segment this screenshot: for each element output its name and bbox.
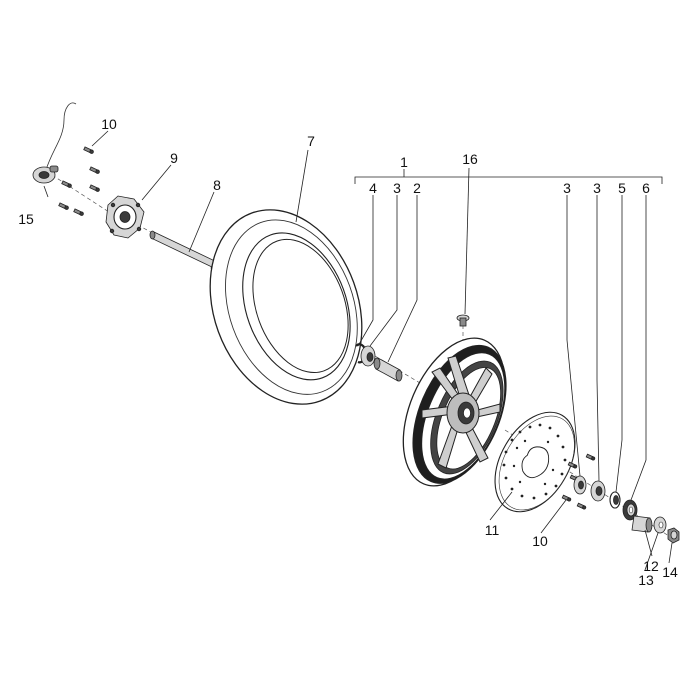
left-bearing-part — [360, 345, 376, 367]
washer-part — [653, 516, 667, 534]
label-part-3-right-2: 3 — [593, 180, 601, 196]
right-spacer-part — [631, 515, 653, 533]
disc-screws-part — [561, 453, 596, 510]
label-part-14: 14 — [662, 564, 678, 580]
label-part-16: 16 — [462, 151, 478, 167]
right-bearing-1-part — [573, 475, 587, 495]
hub-screws-part — [58, 146, 100, 216]
speed-sensor-part — [32, 102, 77, 184]
label-part-12: 12 — [643, 558, 659, 574]
assembly-1-bracket — [354, 169, 663, 184]
brake-disc-part — [494, 411, 576, 513]
label-part-9: 9 — [170, 150, 178, 166]
label-part-15: 15 — [18, 211, 34, 227]
label-part-7: 7 — [307, 133, 315, 149]
label-part-10-left: 10 — [101, 116, 117, 132]
spacer-tube-part — [373, 357, 403, 382]
label-part-2: 2 — [413, 180, 421, 196]
right-seal-part — [609, 491, 621, 509]
sensor-ring-part — [105, 195, 145, 239]
part-number-labels: 1 4 3 2 16 3 3 5 6 7 8 9 10 15 11 10 12 … — [18, 116, 678, 588]
label-part-11: 11 — [485, 522, 500, 538]
valve-bolt-part — [456, 314, 470, 327]
label-part-3-right-1: 3 — [563, 180, 571, 196]
label-part-3-left: 3 — [393, 180, 401, 196]
label-part-13: 13 — [638, 572, 654, 588]
wheel-rim-part — [402, 337, 507, 487]
axle-nut-part — [667, 527, 680, 544]
tyre-part — [209, 209, 363, 405]
right-bearing-2-part — [590, 480, 606, 502]
label-part-1: 1 — [400, 154, 408, 170]
label-part-4: 4 — [369, 180, 377, 196]
label-part-6: 6 — [642, 180, 650, 196]
label-part-10-right: 10 — [532, 533, 548, 549]
label-part-5: 5 — [618, 180, 626, 196]
label-part-8: 8 — [213, 177, 221, 193]
right-dust-cap-part — [622, 499, 638, 521]
axle-part — [149, 230, 221, 272]
leader-lines — [43, 130, 673, 571]
